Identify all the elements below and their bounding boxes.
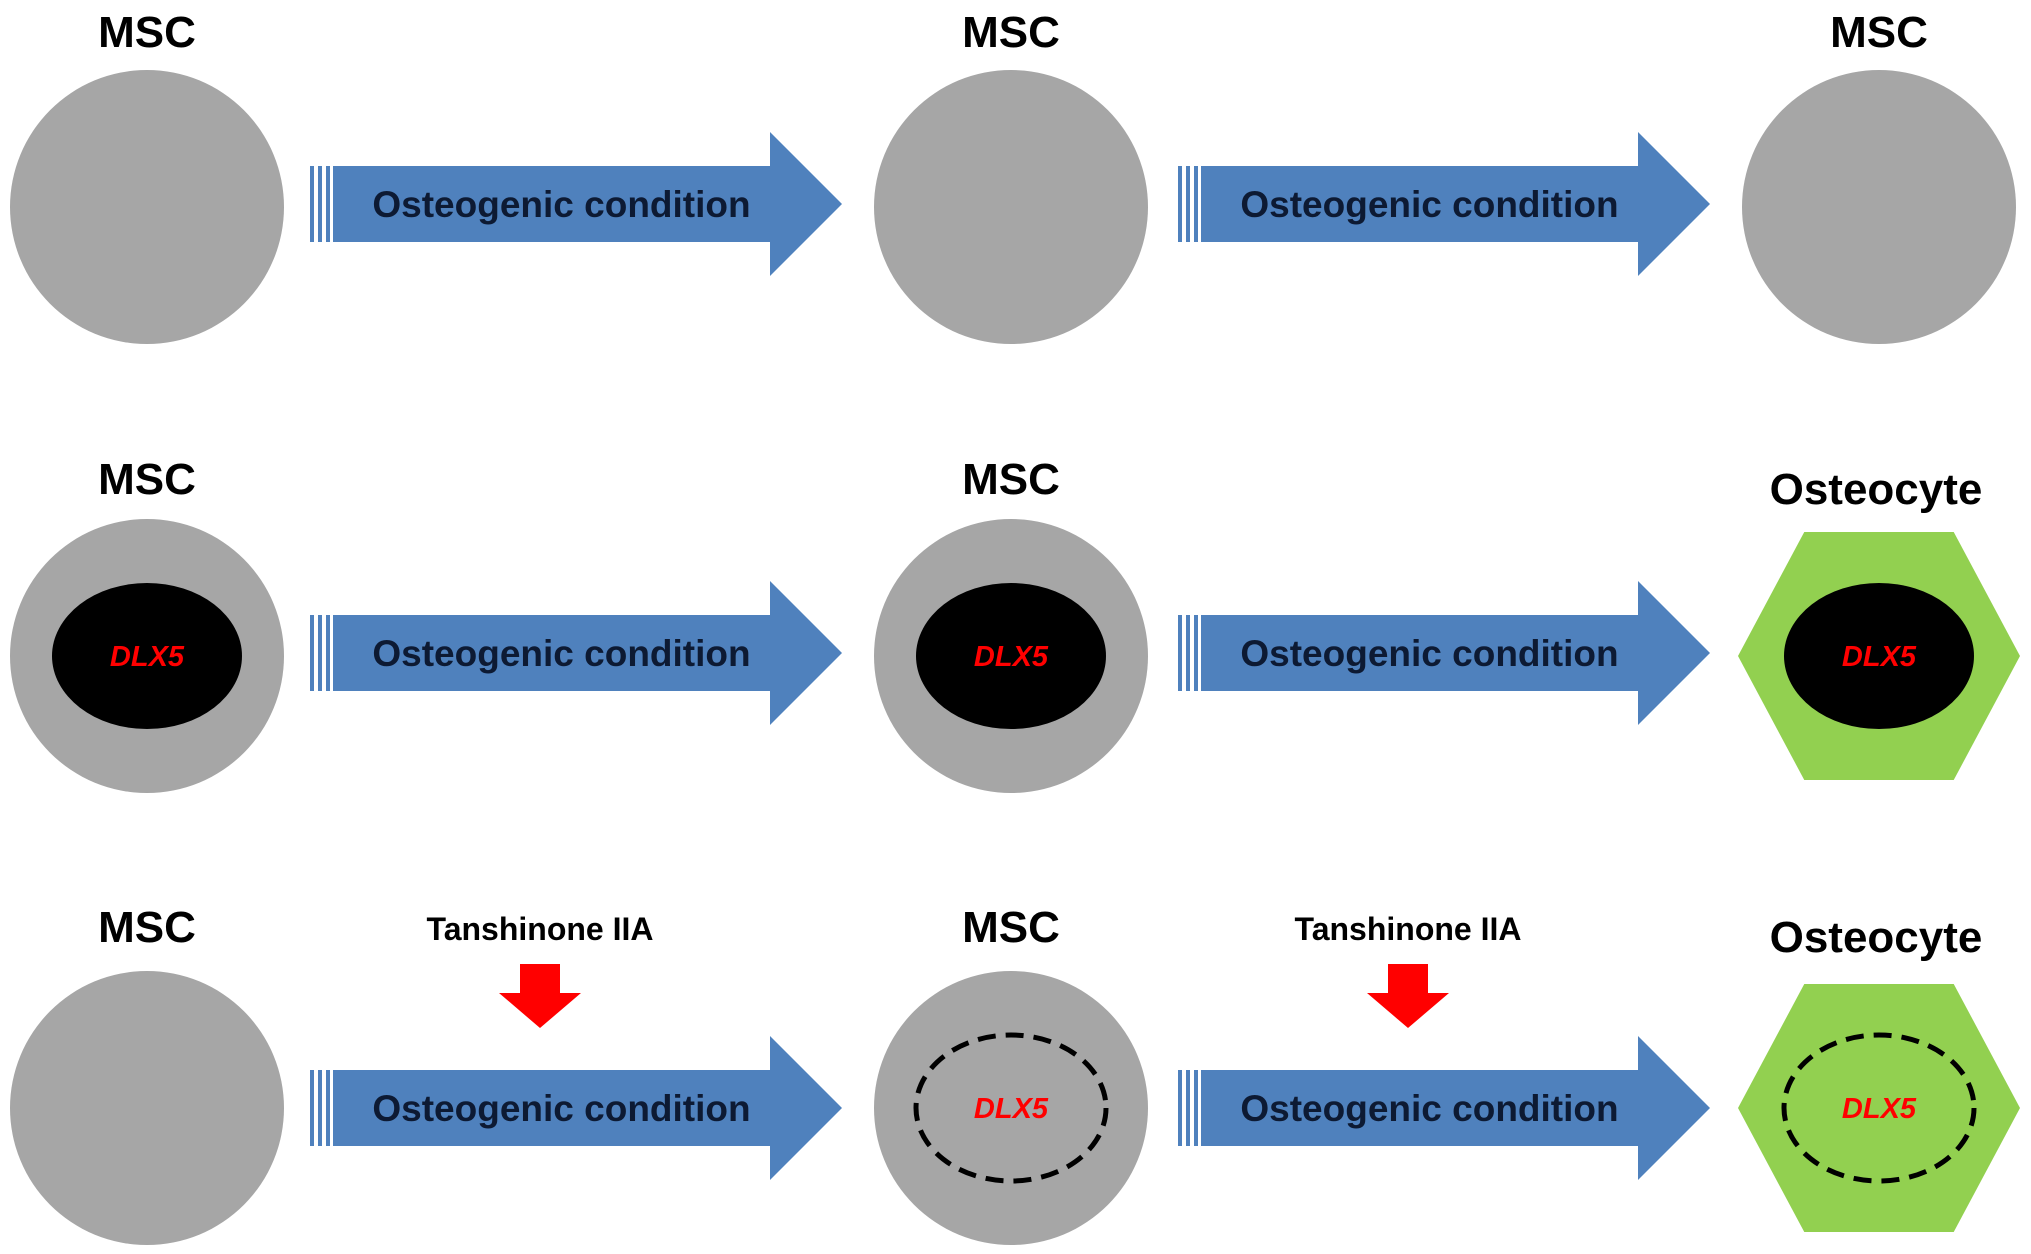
arrow-label: Osteogenic condition xyxy=(1240,1088,1618,1129)
osteocyte-title: Osteocyte xyxy=(1770,913,1983,962)
msc-title: MSC xyxy=(962,8,1060,57)
arrow-label: Osteogenic condition xyxy=(1240,184,1618,225)
msc-cell-circle xyxy=(10,70,284,344)
cell-node: DLX5 Osteocyte xyxy=(1738,913,2020,1232)
msc-title: MSC xyxy=(1830,8,1928,57)
arrow-tail-stripe xyxy=(310,166,314,242)
cell-node: MSC xyxy=(10,903,284,1245)
diagram-row-1: MSC MSC MSC Osteogenic condition Osteogenic … xyxy=(10,8,2016,344)
process-arrow: Osteogenic condition xyxy=(1178,581,1710,725)
arrow-tail-stripe xyxy=(1186,1070,1190,1146)
arrow-tail-stripe xyxy=(1194,166,1198,242)
treatment-down-arrow xyxy=(1367,964,1449,1028)
arrow-tail-stripe xyxy=(1178,615,1182,691)
treatment-label: Tanshinone IIA xyxy=(427,911,654,947)
arrow-tail-stripe xyxy=(326,1070,330,1146)
gene-label: DLX5 xyxy=(974,641,1049,673)
process-arrow-shape xyxy=(1201,1036,1710,1180)
msc-cell-circle xyxy=(1742,70,2016,344)
arrow-tail-stripe xyxy=(318,166,322,242)
arrow-tail-stripe xyxy=(1194,615,1198,691)
arrow-tail-stripe xyxy=(1178,1070,1182,1146)
arrow-tail-stripe xyxy=(326,166,330,242)
nucleus-solid xyxy=(1784,583,1974,729)
msc-title: MSC xyxy=(962,455,1060,504)
process-arrow: Osteogenic condition Tanshinone IIA xyxy=(1178,911,1710,1180)
process-arrow-shape xyxy=(1201,132,1710,276)
cell-node: DLX5 MSC xyxy=(874,903,1148,1245)
cell-node: MSC xyxy=(1742,8,2016,344)
arrow-tail-stripe xyxy=(1186,615,1190,691)
arrow-tail-stripe xyxy=(310,615,314,691)
process-arrow: Osteogenic condition xyxy=(1178,132,1710,276)
process-arrow-shape xyxy=(1201,581,1710,725)
msc-title: MSC xyxy=(962,903,1060,952)
osteocyte-title: Osteocyte xyxy=(1770,465,1983,514)
process-arrow: Osteogenic condition xyxy=(310,132,842,276)
process-arrow: Osteogenic condition xyxy=(310,581,842,725)
arrow-label: Osteogenic condition xyxy=(372,184,750,225)
arrow-tail-stripe xyxy=(318,615,322,691)
arrow-tail-stripe xyxy=(326,615,330,691)
nucleus-dashed-outline xyxy=(913,1032,1109,1184)
msc-title: MSC xyxy=(98,455,196,504)
arrow-label: Osteogenic condition xyxy=(372,1088,750,1129)
arrow-label: Osteogenic condition xyxy=(1240,633,1618,674)
arrow-tail-stripe xyxy=(1194,1070,1198,1146)
cell-node: MSC xyxy=(10,8,284,344)
arrow-tail-stripe xyxy=(310,1070,314,1146)
process-arrow-shape xyxy=(333,1036,842,1180)
msc-cell-circle xyxy=(10,971,284,1245)
msc-cell-circle xyxy=(874,971,1148,1245)
arrow-tail-stripe xyxy=(1178,166,1182,242)
arrow-label: Osteogenic condition xyxy=(372,633,750,674)
msc-cell-circle xyxy=(874,70,1148,344)
process-arrow-shape xyxy=(333,132,842,276)
arrow-tail-stripe xyxy=(1186,166,1190,242)
osteocyte-hexagon xyxy=(1738,984,2020,1232)
cell-node: DLX5 Osteocyte xyxy=(1738,465,2020,780)
nucleus-dashed-outline xyxy=(1781,1032,1977,1184)
treatment-down-arrow xyxy=(499,964,581,1028)
msc-title: MSC xyxy=(98,8,196,57)
gene-label: DLX5 xyxy=(1842,641,1917,673)
process-arrow: Osteogenic condition Tanshinone IIA xyxy=(310,911,842,1180)
gene-label: DLX5 xyxy=(1842,1093,1917,1125)
treatment-label: Tanshinone IIA xyxy=(1295,911,1522,947)
cell-node: DLX5 MSC xyxy=(874,455,1148,793)
nucleus-solid xyxy=(916,583,1106,729)
process-arrow-shape xyxy=(333,581,842,725)
msc-title: MSC xyxy=(98,903,196,952)
nucleus-solid xyxy=(52,583,242,729)
arrow-tail-stripe xyxy=(318,1070,322,1146)
cell-node: MSC xyxy=(874,8,1148,344)
gene-label: DLX5 xyxy=(110,641,185,673)
cell-node: DLX5 MSC xyxy=(10,455,284,793)
gene-label: DLX5 xyxy=(974,1093,1049,1125)
